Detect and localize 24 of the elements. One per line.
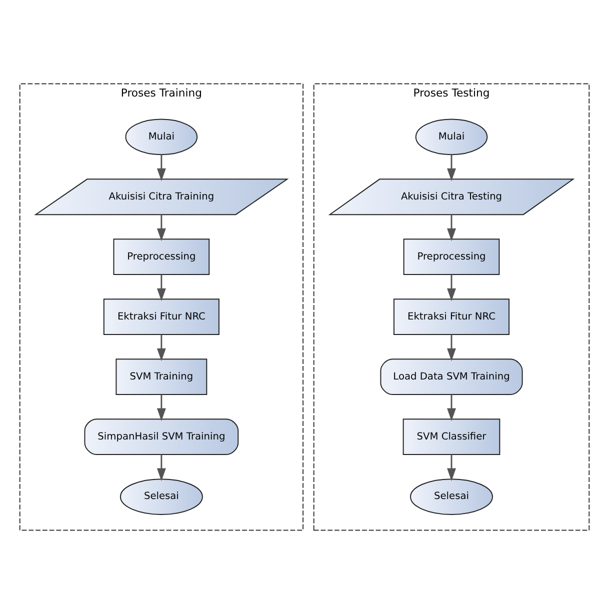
arrow bbox=[156, 334, 166, 361]
node-ellipse: Mulai bbox=[125, 118, 198, 155]
node-box: Preprocessing bbox=[113, 238, 210, 275]
node-ellipse: Selesai bbox=[410, 478, 493, 514]
node-ellipse: Selesai bbox=[120, 478, 203, 514]
node-box: Ektraksi Fitur NRC bbox=[393, 298, 510, 335]
arrow bbox=[156, 454, 166, 481]
node-box: Load Data SVM Training bbox=[380, 358, 523, 394]
arrow bbox=[447, 334, 456, 361]
arrow bbox=[447, 394, 456, 421]
node-box: SVM Training bbox=[116, 358, 208, 394]
arrow bbox=[447, 154, 456, 181]
arrow bbox=[447, 454, 456, 481]
node-box: Preprocessing bbox=[403, 238, 500, 275]
node-box: SVM Classifier bbox=[402, 418, 500, 454]
arrow bbox=[156, 154, 166, 181]
arrow bbox=[156, 394, 166, 421]
arrow bbox=[156, 274, 166, 301]
arrow bbox=[447, 214, 456, 241]
arrow bbox=[156, 214, 166, 241]
node-ellipse: Mulai bbox=[415, 118, 488, 155]
arrow bbox=[447, 274, 456, 301]
node-box: SimpanHasil SVM Training bbox=[84, 418, 239, 454]
node-box: Ektraksi Fitur NRC bbox=[103, 298, 220, 335]
